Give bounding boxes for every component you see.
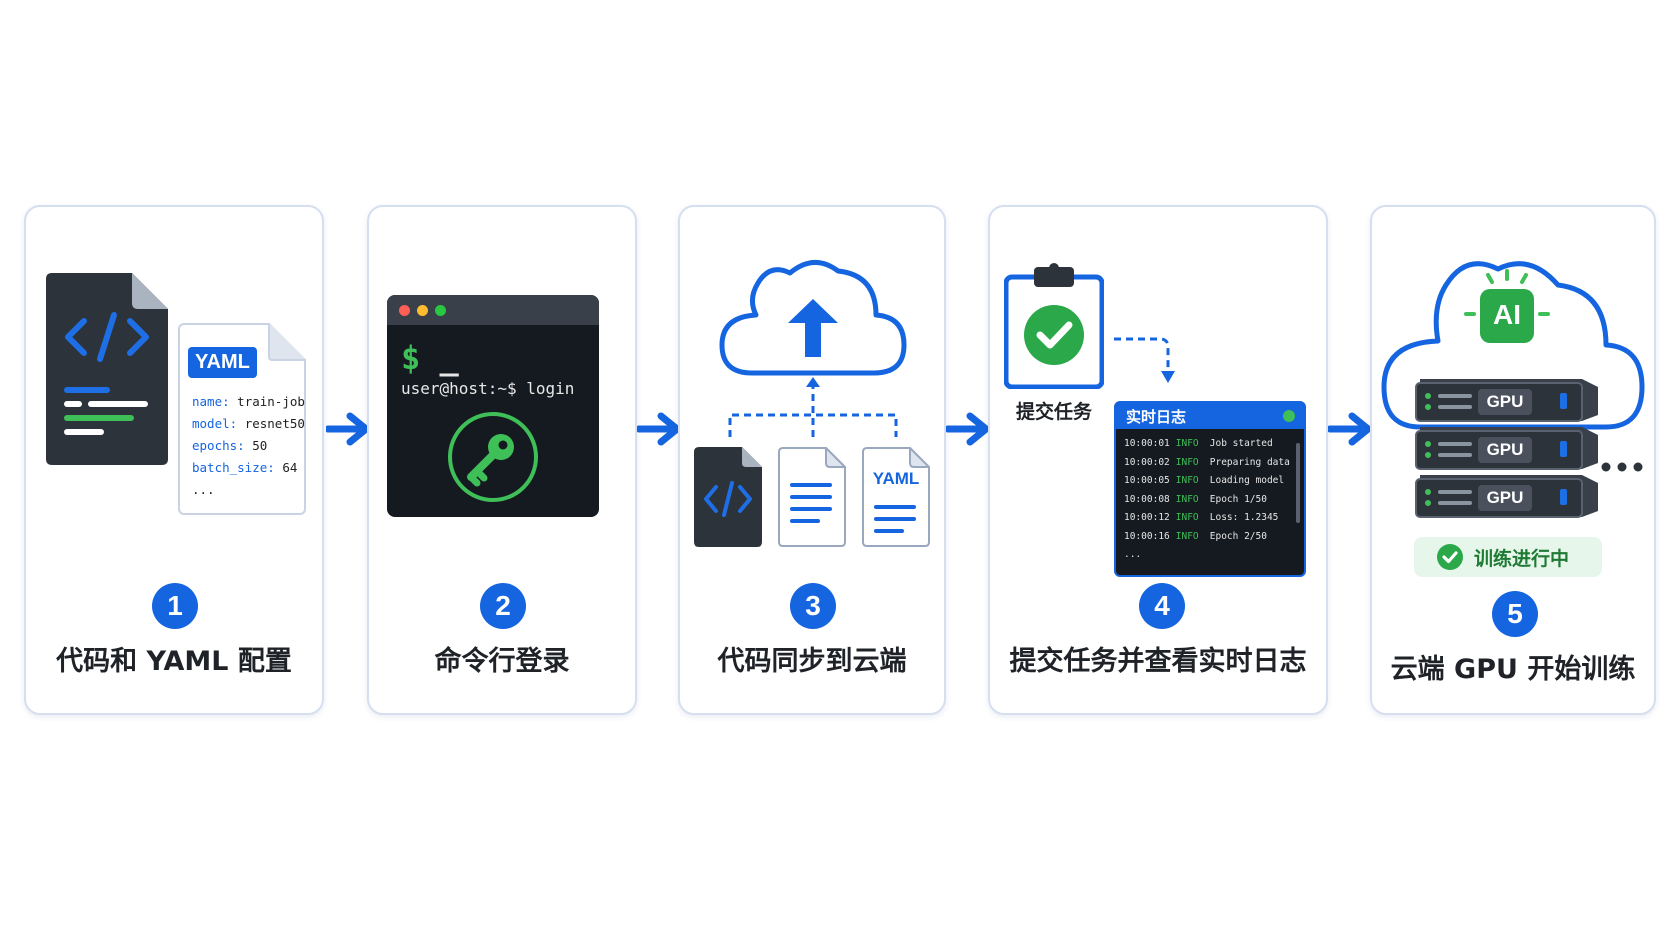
yaml-content: name: train-job model: resnet50 epochs: … [192, 391, 305, 501]
ai-label: AI [1493, 299, 1521, 330]
terminal-title-bar [387, 295, 599, 325]
yaml-document-icon: YAML [862, 447, 930, 547]
terminal-window: $ _ user@host:~$ login [387, 295, 599, 517]
step-card-5: AI GPU [1370, 205, 1656, 715]
step-number-4: 4 [1139, 583, 1185, 629]
server-unit-icon [1415, 379, 1598, 422]
text-document-icon [778, 447, 846, 547]
step-title-5: 云端 GPU 开始训练 [1390, 654, 1636, 685]
gpu-label: GPU [1486, 440, 1524, 459]
submit-task-label: 提交任务 [1015, 401, 1092, 423]
more-dots-icon [1601, 462, 1643, 472]
step-number-3: 3 [790, 583, 836, 629]
yaml-line: ... [192, 482, 215, 497]
cloud-upload-icon [719, 260, 907, 376]
training-status-badge: 训练进行中 [1414, 537, 1602, 577]
arrow-right-icon [326, 412, 370, 446]
gpu-server-unit: GPU [1412, 423, 1602, 471]
gpu-server-unit: GPU [1412, 471, 1602, 519]
clipboard-check-icon [1004, 263, 1104, 389]
arrow-right-icon [637, 412, 681, 446]
server-unit-icon [1415, 427, 1598, 470]
step-number-2: 2 [480, 583, 526, 629]
code-file-icon [46, 273, 168, 465]
yaml-badge: YAML [188, 347, 257, 378]
close-dot-icon [399, 305, 410, 316]
gpu-server-unit: GPU [1412, 375, 1602, 423]
maximize-dot-icon [435, 305, 446, 316]
terminal-command: user@host:~$ login [401, 379, 575, 398]
key-icon [448, 412, 538, 502]
log-line-more: ... [1124, 549, 1142, 560]
terminal-prompt: $ _ [401, 339, 459, 377]
minimize-dot-icon [417, 305, 428, 316]
gpu-label: GPU [1486, 392, 1524, 411]
code-file-icon [694, 447, 762, 547]
yaml-line: epochs: 50 [192, 438, 268, 453]
step-number-1: 1 [152, 583, 198, 629]
training-status-text: 训练进行中 [1474, 547, 1570, 570]
ai-chip-icon [1464, 269, 1550, 343]
sync-connector-lines [728, 377, 898, 437]
arrow-right-icon [1328, 412, 1372, 446]
yaml-line: batch_size: 64 [192, 460, 298, 475]
yaml-line: name: train-job [192, 394, 305, 409]
check-circle-icon [1437, 544, 1463, 570]
step-number-5: 5 [1492, 591, 1538, 637]
step-title-3: 代码同步到云端 [717, 646, 907, 677]
step-title-2: 命令行登录 [434, 646, 570, 677]
yaml-label: YAML [872, 469, 920, 488]
dashed-arrow-connector [1114, 337, 1175, 383]
ai-chip: AI [1462, 269, 1552, 359]
log-panel-header: 实时日志 [1116, 403, 1304, 429]
page-fold [268, 323, 306, 361]
yaml-config-document: YAML name: train-job model: resnet50 epo… [178, 323, 306, 515]
arrow-right-icon [946, 412, 990, 446]
gpu-label: GPU [1486, 488, 1524, 507]
step-card-2: $ _ user@host:~$ login 2 命令行登录 [367, 205, 637, 715]
log-scrollbar[interactable] [1296, 443, 1300, 523]
status-indicator-icon [1283, 410, 1295, 422]
step-card-1: YAML name: train-job model: resnet50 epo… [24, 205, 324, 715]
yaml-line: model: resnet50 [192, 416, 305, 431]
step-title-4: 提交任务并查看实时日志 [1009, 646, 1307, 677]
server-unit-icon [1415, 475, 1598, 518]
step-card-3: YAML 3 代码同步到云端 [678, 205, 946, 715]
gpu-server-rack: GPU GPU [1412, 375, 1602, 535]
log-panel-title: 实时日志 [1126, 408, 1187, 426]
step-title-1: 代码和 YAML 配置 [56, 646, 292, 677]
